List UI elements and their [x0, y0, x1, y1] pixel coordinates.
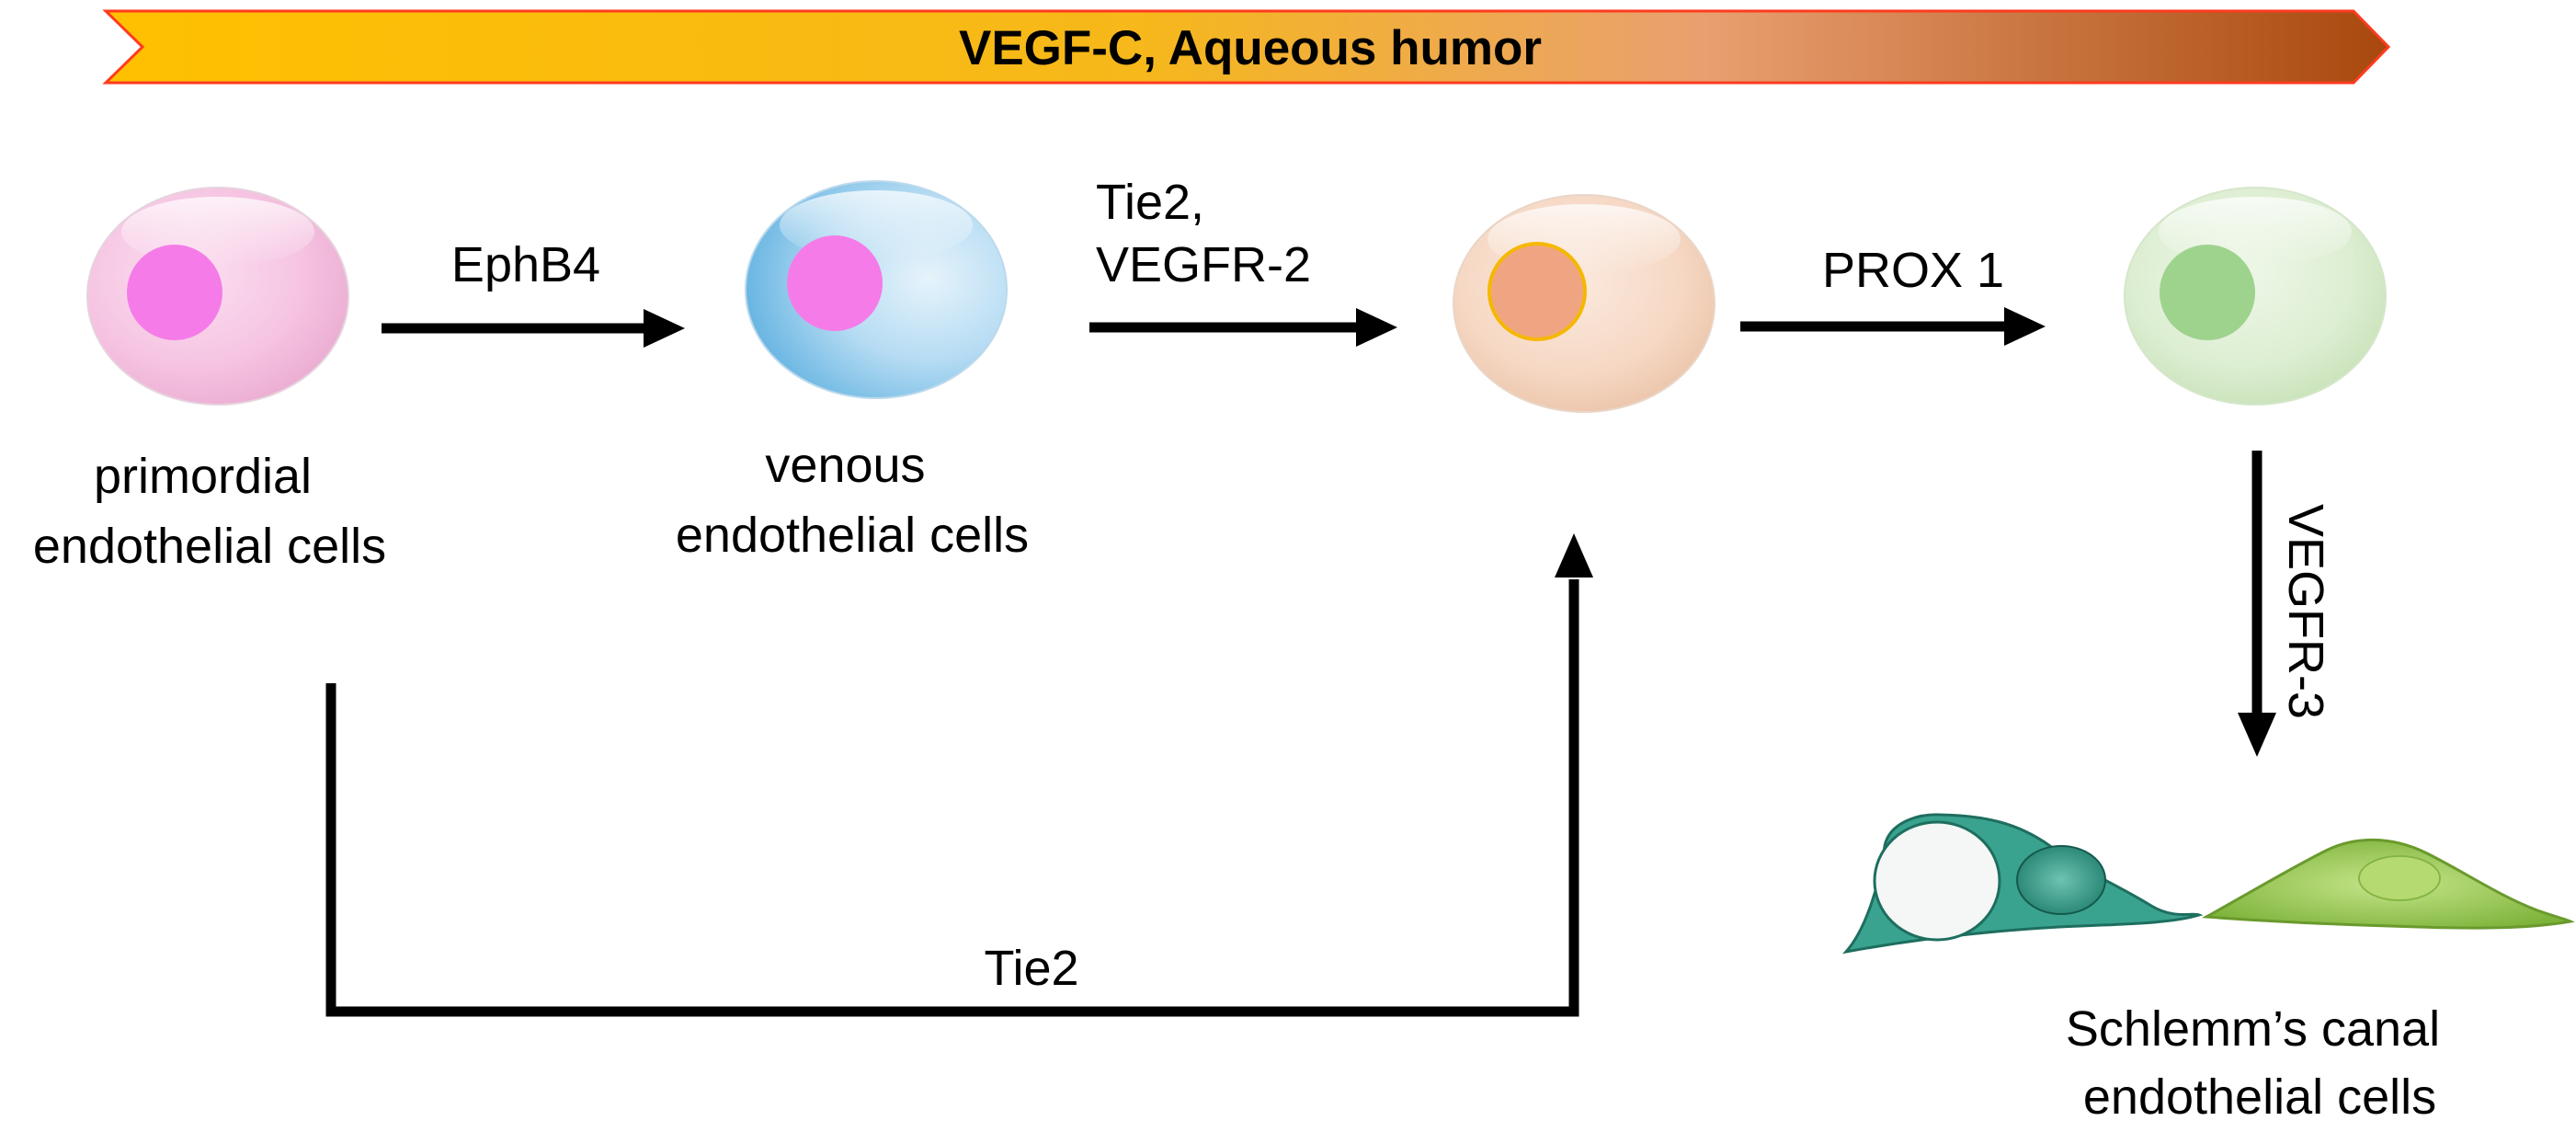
cell-intermediate-nucleus: [1487, 242, 1587, 341]
banner-title: VEGF-C, Aqueous humor: [959, 21, 1542, 75]
schlemm-cells-label: Schlemm’s canal endothelial cells: [2066, 1001, 2454, 1125]
arrow-tie2-vegfr2: [1089, 308, 1397, 347]
schlemm-cell-left-vacuole: [1873, 820, 2001, 942]
arrow-tie2-vegfr2-label: Tie2, VEGFR-2: [1096, 175, 1311, 292]
cell-lymphatic-nucleus: [2160, 245, 2255, 340]
arrow-tie2-vegfr2-label-line-2: VEGFR-2: [1096, 237, 1311, 292]
cell-venous-label: venous endothelial cells: [676, 438, 1029, 563]
arrow-vegfr3: [2238, 451, 2276, 757]
cell-primordial-label: primordial endothelial cells: [33, 449, 386, 574]
schlemm-cells-label-line-2: endothelial cells: [2083, 1069, 2436, 1125]
arrow-ephb4: [382, 309, 685, 348]
cell-intermediate: [1453, 194, 1715, 413]
arrow-prox1-label: PROX 1: [1822, 243, 2004, 298]
banner-arrow: VEGF-C, Aqueous humor: [102, 9, 2391, 85]
cell-primordial-label-line-2: endothelial cells: [33, 519, 386, 574]
arrow-tie2-bypass-label: Tie2: [984, 941, 1078, 996]
cell-venous-label-line-2: endothelial cells: [676, 508, 1029, 563]
banner-shape: [102, 9, 2391, 85]
arrow-tie2-vegfr2-label-line-1: Tie2,: [1096, 175, 1204, 230]
arrow-vegfr3-label: VEGFR-3: [2278, 504, 2333, 719]
schlemm-cells-illustration: [1842, 813, 2575, 955]
cell-venous: [745, 180, 1008, 399]
cell-primordial-nucleus: [127, 245, 222, 340]
cell-primordial: [86, 187, 349, 406]
cell-venous-label-line-1: venous: [765, 438, 925, 493]
cell-primordial-label-line-1: primordial: [94, 449, 312, 504]
arrow-ephb4-label: EphB4: [451, 237, 600, 292]
arrow-tie2-bypass: [325, 533, 1593, 1017]
cell-lymphatic: [2124, 187, 2387, 406]
schlemm-cell-left-nucleus: [2016, 845, 2106, 915]
schlemm-cell-right-nucleus: [2358, 855, 2441, 901]
cell-venous-nucleus: [787, 235, 883, 331]
schlemm-cells-label-line-1: Schlemm’s canal: [2066, 1001, 2440, 1057]
arrow-prox1: [1740, 307, 2046, 346]
